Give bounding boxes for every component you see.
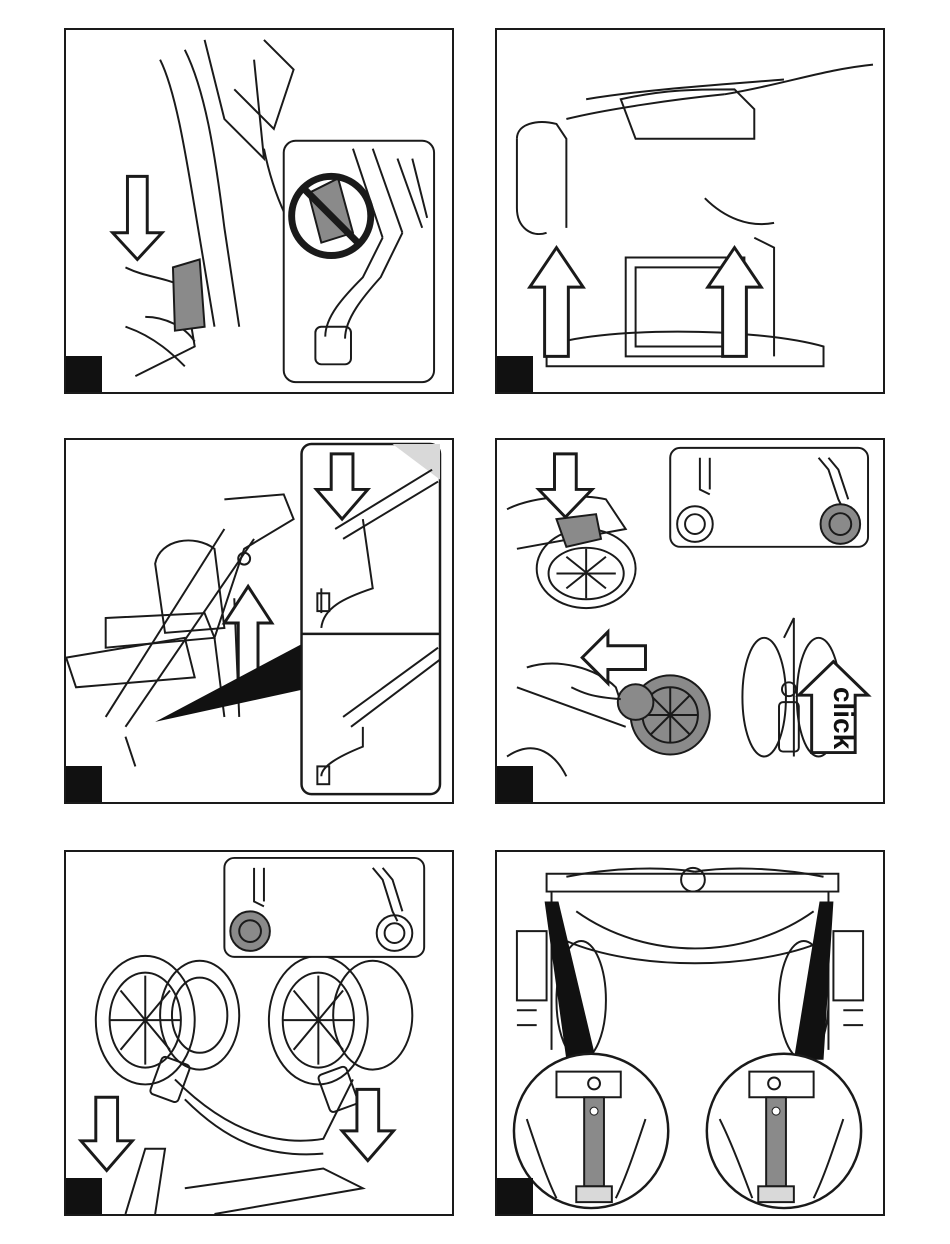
illustration-attach-wheels [497,440,883,802]
step-badge [497,1178,533,1214]
lever-part [173,259,205,330]
illustration-fold-lever [66,30,452,392]
up-arrow-right [708,248,761,357]
instruction-panel-5 [64,850,454,1216]
instruction-panel-3 [64,438,454,804]
illustration-fold-stroller [66,440,452,802]
left-arrow [582,632,645,683]
step-badge [497,356,533,392]
illustration-wheel-positions [66,852,452,1214]
illustration-release-handles [497,30,883,392]
click-label: click [827,678,859,758]
up-arrow-left [530,248,583,357]
down-arrow [113,176,162,259]
down-arrow [539,454,592,517]
illustration-handle-detail [497,852,883,1214]
step-badge [66,356,102,392]
instruction-panel-1 [64,28,454,394]
step-badge [497,766,533,802]
down-arrow-right [342,1089,393,1160]
step-badge [66,1178,102,1214]
down-arrow-left [81,1097,132,1170]
step-badge [66,766,102,802]
instruction-panel-6 [495,850,885,1216]
instruction-panel-4: click [495,438,885,804]
instruction-panel-2 [495,28,885,394]
